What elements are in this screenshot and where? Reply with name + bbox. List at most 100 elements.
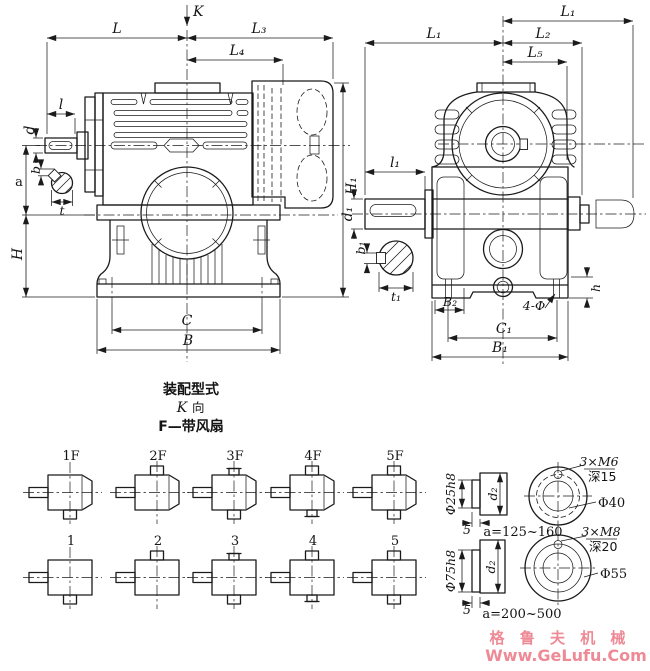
bore-label: d₂ (483, 560, 498, 573)
worm-profile (163, 138, 200, 153)
variant-5F: 5F (347, 449, 426, 524)
fan-note: F—带风扇 (158, 418, 224, 435)
variant-label: 2F (149, 449, 166, 464)
dim-B1: B₁ (491, 340, 508, 356)
fan-blade-hidden (296, 88, 328, 136)
hub-key (519, 138, 528, 150)
spigot-dia-label: Φ40 (598, 496, 625, 511)
variant-4F: 4F (265, 449, 344, 524)
variant-label: 3 (231, 534, 239, 549)
dim-B: B (182, 333, 193, 349)
variant-label: 1 (67, 534, 75, 549)
variant-4: 4 (265, 534, 344, 609)
shaft-detail-large: Φ75h8 d₂ 5 3×M8 深20 Φ55 a=200~500 (443, 524, 627, 622)
dim-d: d (22, 125, 38, 134)
dim-d1: d₁ (340, 207, 356, 222)
fan-blade-hidden (296, 154, 328, 202)
dim-L1-top: L₁ (560, 4, 576, 20)
dim-l1: l₁ (390, 155, 400, 171)
flange-face-small (524, 462, 592, 530)
dim-L1: L₁ (426, 26, 442, 42)
k-direction-letter: K (176, 400, 189, 416)
hatching (52, 173, 72, 193)
cooling-ribs (151, 244, 223, 284)
variant-figures-fan: 1F 2F 3F 4F (23, 449, 426, 524)
dim-t: t (59, 203, 65, 218)
dim-L3: L₃ (251, 21, 267, 37)
assembly-note: 装配型式 K 向 F—带风扇 (158, 381, 224, 435)
drain-plug (492, 276, 514, 298)
foundation-bolt (98, 278, 107, 285)
thread-label: 3×M6 (579, 454, 618, 469)
variant-label: 4 (309, 534, 317, 549)
watermark-url: Www.GeLufu.Com (485, 646, 647, 665)
variant-2F: 2F (110, 449, 189, 524)
variant-1: 1 (23, 534, 102, 609)
watermark: 格 鲁 夫 机 械 Www.GeLufu.Com (485, 629, 647, 665)
variant-label: 5F (386, 449, 403, 464)
variant-1F: 1F (23, 449, 102, 524)
dim-L: L (111, 21, 121, 37)
k-direction-word: 向 (192, 400, 205, 415)
variant-3F: 3F (187, 449, 266, 524)
dim-h: h (588, 284, 603, 292)
base-plate (96, 283, 281, 298)
keyway-notch (376, 252, 386, 264)
variant-label: 1F (62, 449, 79, 464)
side-view: K (10, 4, 360, 362)
dim-C1: C₁ (496, 321, 512, 337)
view-arrow-label: K (192, 4, 205, 20)
end-view-dimensions: L₁ L₁ L₂ L₅ l₁ d₁ b₁ t₁ (340, 4, 634, 361)
view-direction-arrow: K (183, 4, 205, 26)
dim-a: a (15, 175, 23, 190)
split-flange (96, 204, 281, 221)
inspection-boss (482, 228, 524, 270)
shaft-dia-label: Φ25h8 (443, 473, 458, 515)
variant-label: 4F (304, 449, 321, 464)
variant-figures-plain: 1 2 3 4 (23, 534, 426, 609)
dim-L5: L₅ (527, 45, 543, 61)
spigot-dia-label: Φ55 (600, 567, 627, 582)
dim-t1: t₁ (391, 289, 401, 304)
thread-depth-label: 深20 (589, 539, 617, 554)
flange-face-large (520, 530, 596, 606)
fan-hub (309, 135, 320, 155)
thread-label: 3×M8 (581, 524, 620, 539)
variant-3: 3 (187, 534, 266, 609)
dim-L2: L₂ (535, 26, 551, 42)
foundation-bolt (270, 278, 279, 285)
fan-housing (251, 80, 334, 209)
end-view: L₁ L₁ L₂ L₅ l₁ d₁ b₁ t₁ (340, 4, 646, 365)
bolt-circle (536, 474, 580, 518)
dim-bolt-holes: 4-Φ (522, 298, 545, 313)
tapped-hole (553, 540, 563, 549)
output-keyway (369, 204, 417, 217)
dim-L4: L₄ (229, 43, 245, 59)
step-length-label: 5 (463, 522, 471, 537)
thread-depth-label: 深15 (588, 469, 616, 484)
variant-5: 5 (347, 534, 426, 609)
fan-shroud (431, 82, 577, 196)
watermark-brand: 格 鲁 夫 机 械 (490, 629, 631, 647)
input-key-section (47, 168, 74, 195)
assembly-title: 装配型式 (162, 381, 219, 398)
keyway-notch (47, 168, 62, 183)
dim-b: b (28, 166, 43, 174)
wheel-housing (96, 166, 281, 260)
step-length-label: 5 (463, 602, 471, 617)
range-label: a=125~160 (483, 525, 562, 540)
dim-C: C (182, 313, 193, 329)
variant-2: 2 (110, 534, 189, 609)
long-shaft-option (595, 199, 635, 229)
shaft-dia-label: Φ75h8 (443, 550, 458, 592)
dim-H: H (10, 247, 26, 261)
tapped-hole (553, 470, 563, 479)
dim-b1: b₁ (353, 241, 368, 254)
dim-H1: H₁ (344, 177, 360, 196)
variant-label: 3F (226, 449, 243, 464)
base (431, 284, 569, 299)
variant-label: 2 (154, 534, 162, 549)
output-shaft (364, 189, 635, 239)
